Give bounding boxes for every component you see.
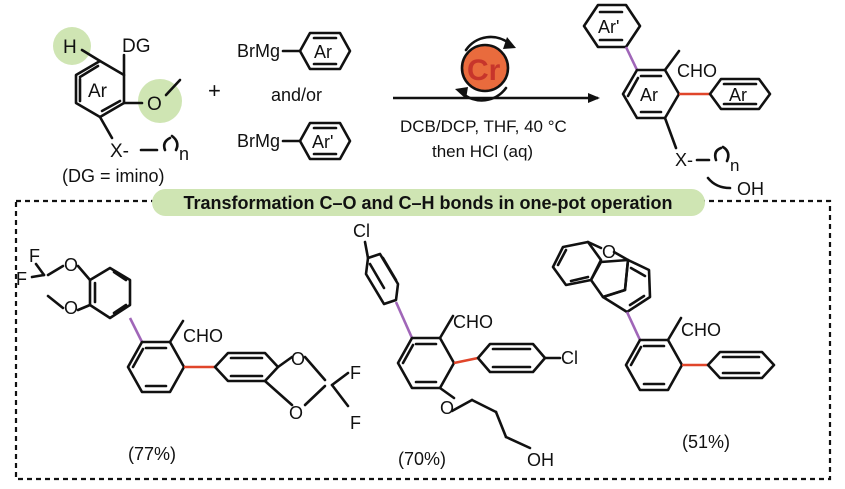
example-2: Cl CHO Cl O OH (70%) — [353, 221, 578, 470]
product-x-label: X- — [675, 150, 693, 170]
grignard-reagent-1: BrMg — [237, 41, 280, 61]
banner-pill — [152, 189, 705, 216]
ex2-o: O — [440, 398, 454, 418]
h-highlight — [53, 27, 91, 65]
product-center-ring-label: Ar — [640, 85, 658, 105]
dg-label: DG — [122, 36, 151, 57]
and-or-text: and/or — [271, 85, 322, 105]
ex2-cho: CHO — [453, 312, 493, 332]
product-right-ring — [708, 77, 772, 111]
linker-chain — [139, 134, 179, 152]
product-right-ring-label: Ar — [729, 85, 747, 105]
ex1-f3: F — [350, 363, 361, 383]
ex1-o1: O — [64, 255, 78, 275]
ex3-yield: (51%) — [682, 432, 730, 452]
ex2-cl2: Cl — [561, 348, 578, 368]
grignard-reagents: BrMg Ar and/or BrMg Ar' — [237, 31, 352, 161]
ex1-center-ring — [126, 340, 186, 394]
ex1-f1: F — [29, 246, 40, 266]
cr-catalyst-badge: Cr — [455, 35, 516, 102]
example-1: O O F F CHO O O F F (77%) — [16, 246, 361, 464]
ex1-cho: CHO — [183, 326, 223, 346]
cr-label: Cr — [467, 54, 501, 87]
grignard-ring-1-label: Ar — [314, 42, 332, 62]
ex3-center-ring — [624, 338, 684, 392]
plus-sign: + — [208, 78, 221, 103]
ex1-purple-bond — [128, 317, 144, 343]
h-label: H — [63, 37, 77, 58]
grignard-ring-1 — [298, 31, 352, 71]
ex3-right-ring — [601, 258, 652, 314]
product-oh-label: OH — [737, 179, 764, 199]
product-n-label: n — [730, 156, 739, 175]
ex2-center-ring — [396, 336, 456, 390]
reactant-structure: H DG O Ar X- n (DG = imino) — [53, 27, 189, 186]
ex1-o3: O — [291, 349, 305, 369]
example-3: O CHO (51%) — [551, 240, 776, 452]
product-top-ring-label: Ar' — [598, 17, 619, 37]
ex2-purple-bond — [394, 301, 414, 339]
dg-note: (DG = imino) — [62, 166, 165, 186]
ex3-cho: CHO — [681, 320, 721, 340]
ex2-yield: (70%) — [398, 449, 446, 469]
product-cho: CHO — [677, 61, 717, 81]
ex1-f4: F — [350, 413, 361, 433]
ex3-o: O — [602, 242, 616, 262]
ex1-yield: (77%) — [128, 444, 176, 464]
ex2-oh: OH — [527, 450, 554, 470]
ar-label: Ar — [88, 81, 108, 102]
product-top-ring — [582, 3, 642, 49]
n-label: n — [179, 144, 189, 164]
x-label: X- — [110, 141, 129, 162]
o-label: O — [147, 94, 162, 115]
ex2-red-bond — [453, 356, 479, 365]
conditions-line-1: DCB/DCP, THF, 40 °C — [400, 117, 567, 136]
ex1-f2: F — [16, 269, 27, 289]
ex2-cl1: Cl — [353, 221, 370, 241]
product-chain — [695, 145, 732, 190]
banner-text: Transformation C–O and C–H bonds in one-… — [183, 193, 672, 213]
ex3-purple-bond — [625, 311, 642, 341]
product-purple-bond — [624, 46, 639, 71]
bond-to-h — [80, 48, 102, 63]
ex3-right-phenyl — [706, 350, 776, 380]
conditions-line-2: then HCl (aq) — [432, 142, 533, 161]
grignard-ring-2 — [298, 121, 352, 161]
grignard-ring-2-label: Ar' — [312, 132, 333, 152]
product-structure: Ar' Ar CHO Ar X- n OH — [582, 3, 772, 199]
ex2-top-ring — [364, 252, 400, 306]
ex1-o4: O — [289, 403, 303, 423]
grignard-reagent-2: BrMg — [237, 131, 280, 151]
ex1-o2: O — [64, 298, 78, 318]
